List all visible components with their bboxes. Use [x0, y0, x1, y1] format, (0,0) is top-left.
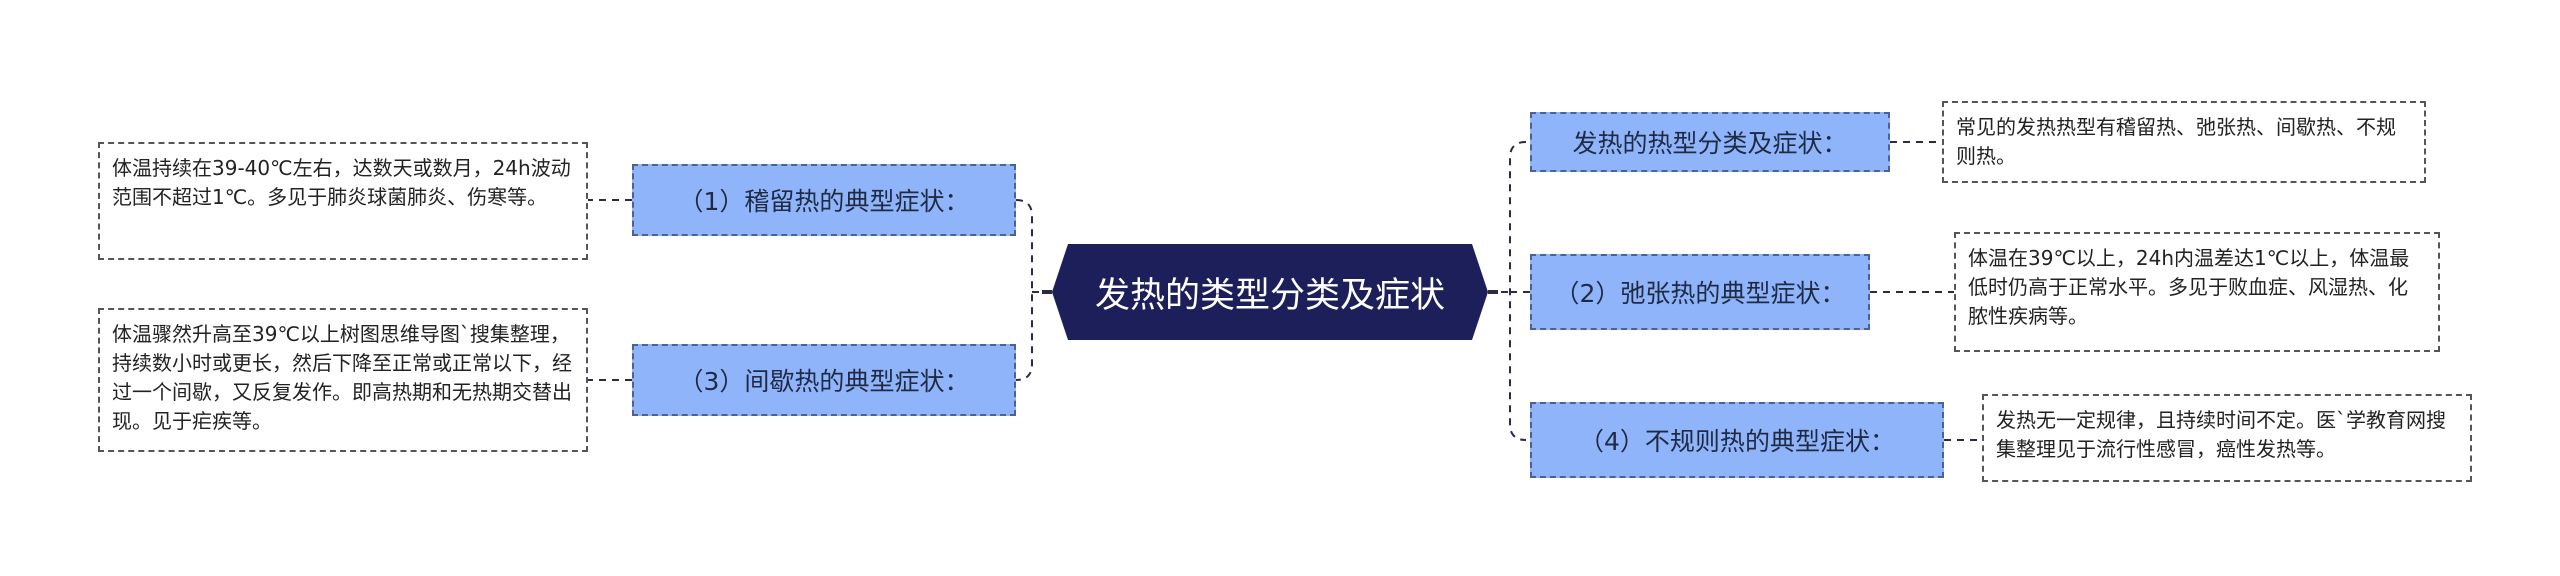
root-node-label: 发热的类型分类及症状 [1094, 275, 1445, 316]
detail-irregular-fever: 发热无一定规律，且持续时间不定。医`学教育网搜集整理见于流行性感冒，癌性发热等。 [1982, 394, 2472, 482]
connector-node-root-left [1042, 290, 1052, 294]
branch-fever-types-label: 发热的热型分类及症状： [1572, 129, 1848, 158]
connector-left-trunk [1015, 199, 1033, 381]
connector-node-root-right [1488, 290, 1498, 294]
branch-intermittent-fever[interactable]: （3）间歇热的典型症状： [632, 344, 1016, 416]
detail-fever-types: 常见的发热热型有稽留热、弛张热、间歇热、不规则热。 [1942, 101, 2426, 183]
root-node-shape [1052, 244, 1488, 340]
branch-continuous-fever[interactable]: （1）稽留热的典型症状： [632, 164, 1016, 236]
detail-intermittent-fever-text: 体温骤然升高至39℃以上树图思维导图`搜集整理，持续数小时或更长，然后下降至正常… [112, 322, 572, 433]
detail-fever-types-text: 常见的发热热型有稽留热、弛张热、间歇热、不规则热。 [1956, 115, 2396, 168]
branch-remittent-fever-label: （2）弛张热的典型症状： [1554, 279, 1846, 308]
branch-continuous-fever-label: （1）稽留热的典型症状： [678, 187, 970, 216]
branch-intermittent-fever-label: （3）间歇热的典型症状： [678, 367, 970, 396]
detail-irregular-fever-text: 发热无一定规律，且持续时间不定。医`学教育网搜集整理见于流行性感冒，癌性发热等。 [1996, 408, 2446, 461]
branch-remittent-fever[interactable]: （2）弛张热的典型症状： [1530, 254, 1870, 330]
detail-continuous-fever-text: 体温持续在39-40℃左右，达数天或数月，24h波动范围不超过1℃。多见于肺炎球… [112, 156, 571, 209]
detail-continuous-fever: 体温持续在39-40℃左右，达数天或数月，24h波动范围不超过1℃。多见于肺炎球… [98, 142, 588, 260]
root-node[interactable]: 发热的类型分类及症状 [1052, 244, 1488, 340]
branch-irregular-fever[interactable]: （4）不规则热的典型症状： [1530, 402, 1944, 478]
detail-intermittent-fever: 体温骤然升高至39℃以上树图思维导图`搜集整理，持续数小时或更长，然后下降至正常… [98, 308, 588, 452]
branch-fever-types[interactable]: 发热的热型分类及症状： [1530, 112, 1890, 172]
branch-irregular-fever-label: （4）不规则热的典型症状： [1579, 427, 1895, 456]
detail-remittent-fever: 体温在39℃以上，24h内温差达1℃以上，体温最低时仍高于正常水平。多见于败血症… [1954, 232, 2440, 352]
detail-remittent-fever-text: 体温在39℃以上，24h内温差达1℃以上，体温最低时仍高于正常水平。多见于败血症… [1968, 246, 2410, 328]
